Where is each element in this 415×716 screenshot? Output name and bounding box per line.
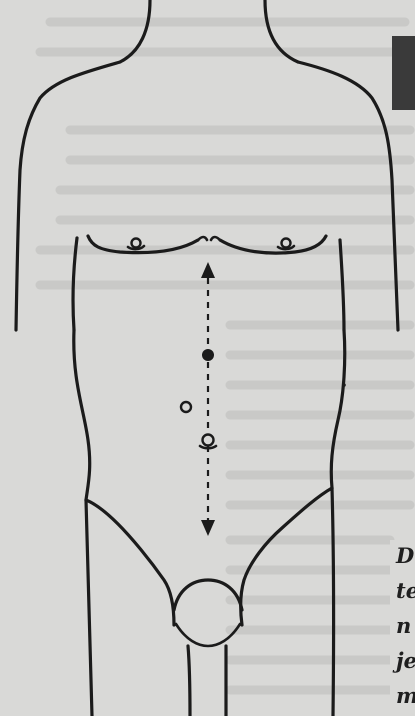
leg-right-outer <box>332 488 334 716</box>
shoulder-left <box>16 62 120 330</box>
torso-left <box>74 330 90 500</box>
filled-marker <box>202 349 214 361</box>
groin-line <box>86 500 174 625</box>
caption-fragment-5: m <box>396 683 415 708</box>
arrow-head-up <box>201 262 215 278</box>
sternum-notch <box>198 237 220 240</box>
leg-left-outer <box>86 500 92 716</box>
right-flank-mark <box>342 383 346 387</box>
open-marker-lower <box>200 435 216 449</box>
leg-left-inner <box>188 646 190 716</box>
caption-fragment-2: te <box>396 578 415 603</box>
background-text-lines <box>40 22 410 690</box>
midline-arrow <box>201 262 215 536</box>
nipple-right <box>278 239 294 250</box>
caption-fragment-4: je <box>392 648 415 673</box>
nipple-left <box>128 239 144 250</box>
caption-fragment-1: D <box>395 543 415 568</box>
open-marker-left <box>181 402 191 412</box>
corner-block <box>392 36 415 110</box>
caption-fragment-3: n <box>396 613 411 638</box>
shoulder-right <box>298 62 398 330</box>
arrow-head-down <box>201 520 215 536</box>
pubic-outline <box>174 580 242 610</box>
